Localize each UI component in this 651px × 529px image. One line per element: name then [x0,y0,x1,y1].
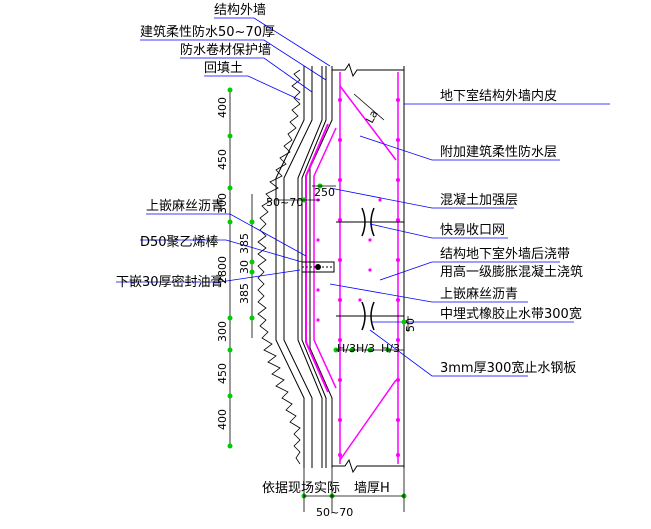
label-additional-waterproof: 附加建筑柔性防水层 [440,144,557,160]
label-membrane-protection-wall: 防水卷材保护墙 [180,42,271,58]
label-backfill-soil: 回填土 [204,61,243,76]
leader-lines [116,17,610,377]
label-rubber-waterstop: 中埋式橡胶止水带300宽 [440,306,582,322]
post-cast-strip [301,207,404,331]
label-structural-outer-wall: 结构外墙 [214,3,266,18]
wall-outline [275,62,405,474]
label-steel-waterstop: 3mm厚300宽止水钢板 [440,360,576,376]
dimension-misc-lines [276,93,409,512]
label-concrete-reinforcement: 混凝土加强层 [440,192,518,208]
dim-la: La [363,108,381,125]
label-inner-wall-face: 地下室结构外墙内皮 [440,88,557,104]
label-post-cast-strip: 结构地下室外墙后浇带 [440,246,570,262]
label-pe-rod: D50聚乙烯棒 [140,235,219,250]
dim-250: 250 [314,186,335,199]
label-expansive-concrete: 用高一级膨胀混凝土浇筑 [440,264,583,280]
label-flexible-waterproof: 建筑柔性防水50~70厚 [140,24,275,40]
dimension-line-left [229,90,253,446]
vertical-dimension-texts: 400 450 300 2800 385 30 385 300 450 400 [216,97,251,430]
dim-h3-b: H/3 [356,342,375,355]
label-upper-asphalt-hemp-right: 上嵌麻丝沥青 [440,287,518,302]
dim-50-70-bottom: 50~70 [316,506,353,519]
dim-50-right: 50 [404,318,417,332]
label-upper-asphalt-hemp: 上嵌麻丝沥青 [146,199,224,214]
dim-385-upper: 385 [238,233,251,254]
label-quick-closing-mesh: 快易收口网 [440,223,505,238]
dim-300-bottom: 300 [216,321,229,342]
dim-300-top: 300 [216,193,229,214]
dimension-ticks [227,87,407,499]
dim-385-lower: 385 [238,283,251,304]
dim-400-top: 400 [216,97,229,118]
rebar-dots [316,98,400,457]
label-per-site: 依据现场实际 [262,481,340,496]
label-wall-thickness: 墙厚H [354,481,390,496]
joint-rod [315,264,321,270]
dim-30: 30 [238,260,251,274]
dim-450-top: 450 [216,149,229,170]
dim-400-bottom: 400 [216,409,229,430]
label-lower-sealant: 下嵌30厚密封油膏 [116,274,224,290]
dim-450-bottom: 450 [216,363,229,384]
dim-h3-a: H/3 [337,342,356,355]
reinforcement-lines [305,72,399,464]
dim-2800: 2800 [216,256,229,284]
backfill-soil-hatch [257,69,301,465]
dim-h3-c: H/3 [381,342,400,355]
dim-50-70-mid: 50~70 [266,196,303,209]
